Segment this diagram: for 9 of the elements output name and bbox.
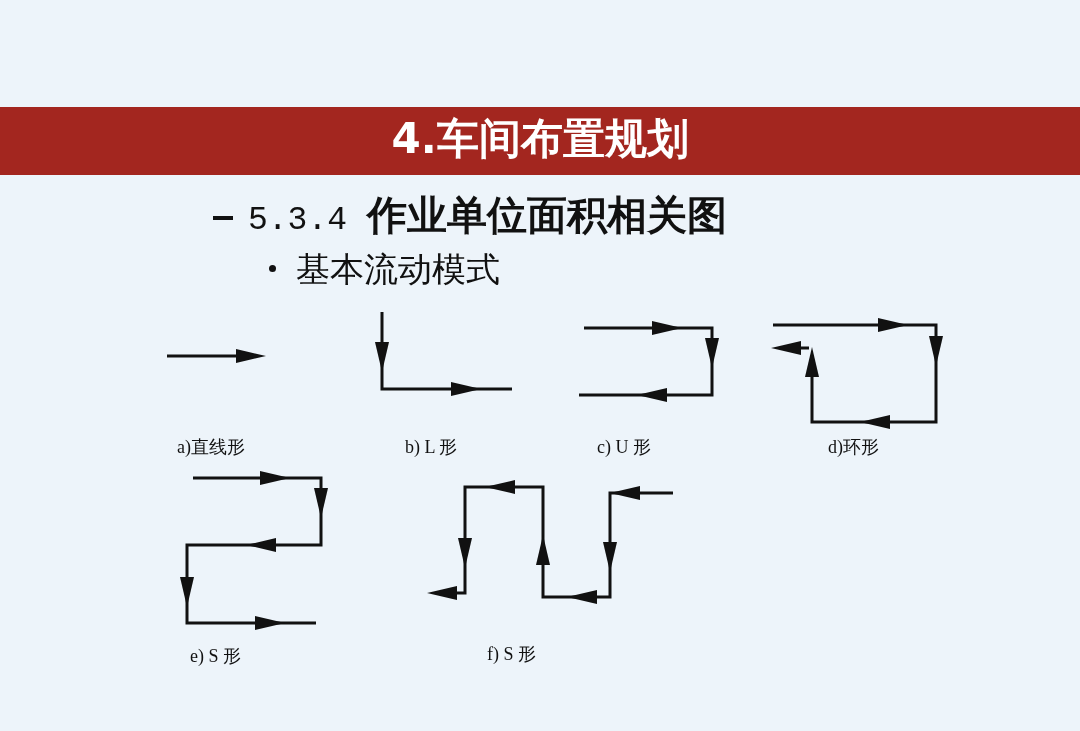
figure-caption: d)环形 xyxy=(828,437,879,459)
title: 4.车间布置规划 xyxy=(391,115,689,164)
figure-caption: a)直线形 xyxy=(177,437,245,459)
figure-caption: c) U 形 xyxy=(597,437,651,459)
figure-caption: b) L 形 xyxy=(405,437,458,459)
figure-caption: f) S 形 xyxy=(487,644,536,666)
list-item-text: 基本流动模式 xyxy=(296,248,500,290)
figure-caption: e) S 形 xyxy=(190,646,241,668)
section-heading: 5.3.4 作业单位面积相关图 xyxy=(248,191,727,241)
